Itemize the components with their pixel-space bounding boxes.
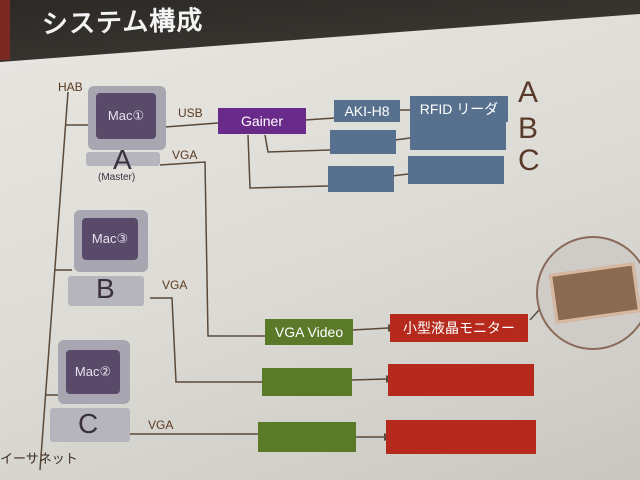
gainer-to-aki-line bbox=[304, 117, 336, 121]
rfid-reader-box: RFID リーダ bbox=[410, 96, 508, 122]
computer-a-note: (Master) bbox=[98, 172, 136, 183]
computer-c-letter: C bbox=[78, 408, 99, 439]
red-box-c bbox=[386, 420, 536, 454]
lcd-photo-inset bbox=[536, 236, 640, 350]
vga-label-b: VGA bbox=[162, 278, 188, 292]
chain-c-reader-box bbox=[408, 156, 504, 184]
chain-a-letter: A bbox=[518, 76, 539, 109]
chain-b-board-box bbox=[330, 130, 396, 154]
vga-video-box: VGA Video bbox=[265, 319, 353, 345]
ethernet-backbone-line bbox=[39, 91, 69, 471]
usb-label: USB bbox=[178, 106, 203, 120]
vga-b-line bbox=[150, 297, 262, 383]
green-box-c bbox=[258, 422, 356, 452]
red-box-b bbox=[388, 364, 534, 396]
lcd-monitor-box: 小型液晶モニター bbox=[390, 314, 528, 342]
b-board-link bbox=[394, 137, 411, 141]
aki-h8-box: AKI-H8 bbox=[334, 100, 400, 122]
green-box-b bbox=[262, 368, 352, 396]
keyboard-icon bbox=[86, 152, 160, 166]
gainer-box: Gainer bbox=[218, 108, 306, 134]
vga-label-c: VGA bbox=[148, 418, 174, 432]
computer-b-screen: Mac③ bbox=[82, 218, 138, 260]
vga-label-a: VGA bbox=[172, 148, 198, 162]
computer-b-letter: B bbox=[96, 273, 115, 304]
gainer-to-c-line bbox=[247, 134, 329, 189]
keyboard-icon bbox=[68, 276, 144, 306]
ethernet-label: イーサネット bbox=[0, 451, 78, 466]
title-accent bbox=[0, 0, 10, 60]
gainer-to-b-line bbox=[264, 134, 331, 153]
lcd-device-image bbox=[548, 262, 640, 324]
computer-a-screen: Mac① bbox=[96, 93, 156, 139]
c-board-link bbox=[391, 173, 409, 177]
arrow-line-2 bbox=[351, 378, 387, 381]
hub-label: HAB bbox=[58, 80, 83, 94]
usb-line bbox=[164, 122, 219, 128]
chain-b-letter: B bbox=[518, 112, 539, 145]
computer-a-letter: A bbox=[113, 144, 132, 175]
chain-c-board-box bbox=[328, 166, 394, 192]
computer-c-screen: Mac② bbox=[66, 350, 120, 394]
keyboard-icon bbox=[50, 408, 130, 442]
chain-b-reader-box bbox=[410, 122, 506, 150]
chain-c-letter: C bbox=[518, 144, 540, 177]
vga-a-line bbox=[159, 161, 265, 337]
arrow-line-1 bbox=[351, 327, 389, 331]
